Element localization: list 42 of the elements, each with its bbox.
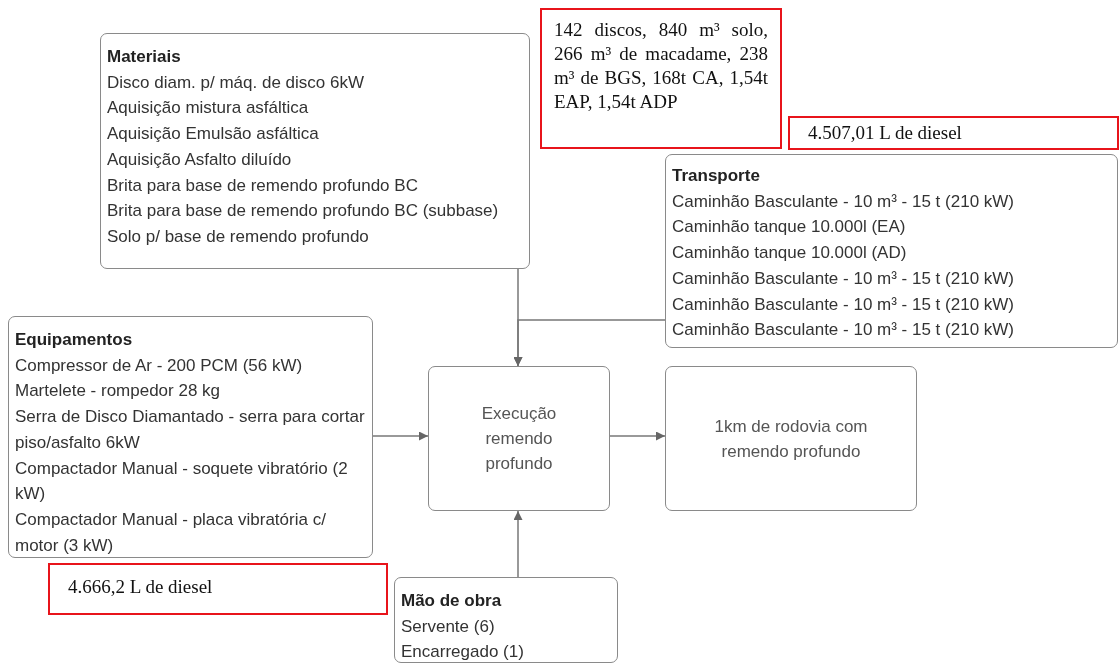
arrow <box>372 431 429 441</box>
note-box <box>788 116 1119 150</box>
box-heading: Transporte <box>672 165 761 187</box>
list-box <box>394 577 618 663</box>
list-item: Brita para base de remendo profundo BC (subbase) <box>107 200 500 223</box>
note-text: 4.666,2 L de diesel <box>68 575 214 599</box>
note-text: 142 discos, 840 m³ solo, 266 m³ de macadame, 238 m³ de BGS, 168t CA, 1,54t EAP, 1,54t ADP <box>554 18 768 114</box>
list-item: Caminhão tanque 10.000l (AD) <box>672 242 908 265</box>
list-item: Servente (6) <box>401 615 496 638</box>
list-item: Aquisição mistura asfáltica <box>107 97 310 120</box>
box-heading: Equipamentos <box>15 329 134 351</box>
arrow <box>609 431 666 441</box>
list-item: Caminhão tanque 10.000l (EA) <box>672 216 907 239</box>
list-item: Disco diam. p/ máq. de disco 6kW <box>107 71 365 94</box>
list-box <box>8 316 373 558</box>
box-label: Execução remendo profundo <box>480 403 558 475</box>
list-item: Caminhão Basculante - 10 m³ - 15 t (210 kW) <box>672 319 1016 342</box>
list-item: Caminhão Basculante - 10 m³ - 15 t (210 kW) <box>672 293 1016 316</box>
arrow <box>513 510 523 578</box>
arrow <box>513 319 666 367</box>
list-item: Brita para base de remendo profundo BC <box>107 174 419 197</box>
list-box <box>665 154 1118 348</box>
list-item: Compressor de Ar - 200 PCM (56 kW) <box>15 354 304 377</box>
list-item: Aquisição Emulsão asfáltica <box>107 123 320 146</box>
list-item: Compactador Manual - soquete vibratório (2 kW) <box>15 457 349 506</box>
box-heading: Mão de obra <box>401 590 503 612</box>
process-box <box>665 366 917 511</box>
box-heading: Materiais <box>107 46 182 68</box>
list-item: Encarregado (1) <box>401 641 525 664</box>
list-box <box>100 33 530 269</box>
list-item: Serra de Disco Diamantado - serra para cortar piso/asfalto 6kW <box>15 406 366 454</box>
process-box <box>428 366 610 511</box>
note-text: 4.507,01 L de diesel <box>808 121 963 145</box>
list-item: Caminhão Basculante - 10 m³ - 15 t (210 kW) <box>672 190 1016 213</box>
list-item: Aquisição Asfalto diluído <box>107 148 293 171</box>
list-item: Caminhão Basculante - 10 m³ - 15 t (210 kW) <box>672 267 1016 290</box>
note-box <box>540 8 782 149</box>
box-label: 1km de rodovia com remendo profundo <box>713 415 869 463</box>
list-item: Compactador Manual - placa vibratória c/ motor (3 kW) <box>15 508 327 557</box>
list-item: Solo p/ base de remendo profundo <box>107 225 370 248</box>
list-item: Martelete - rompedor 28 kg <box>15 380 222 403</box>
note-box <box>48 563 388 615</box>
